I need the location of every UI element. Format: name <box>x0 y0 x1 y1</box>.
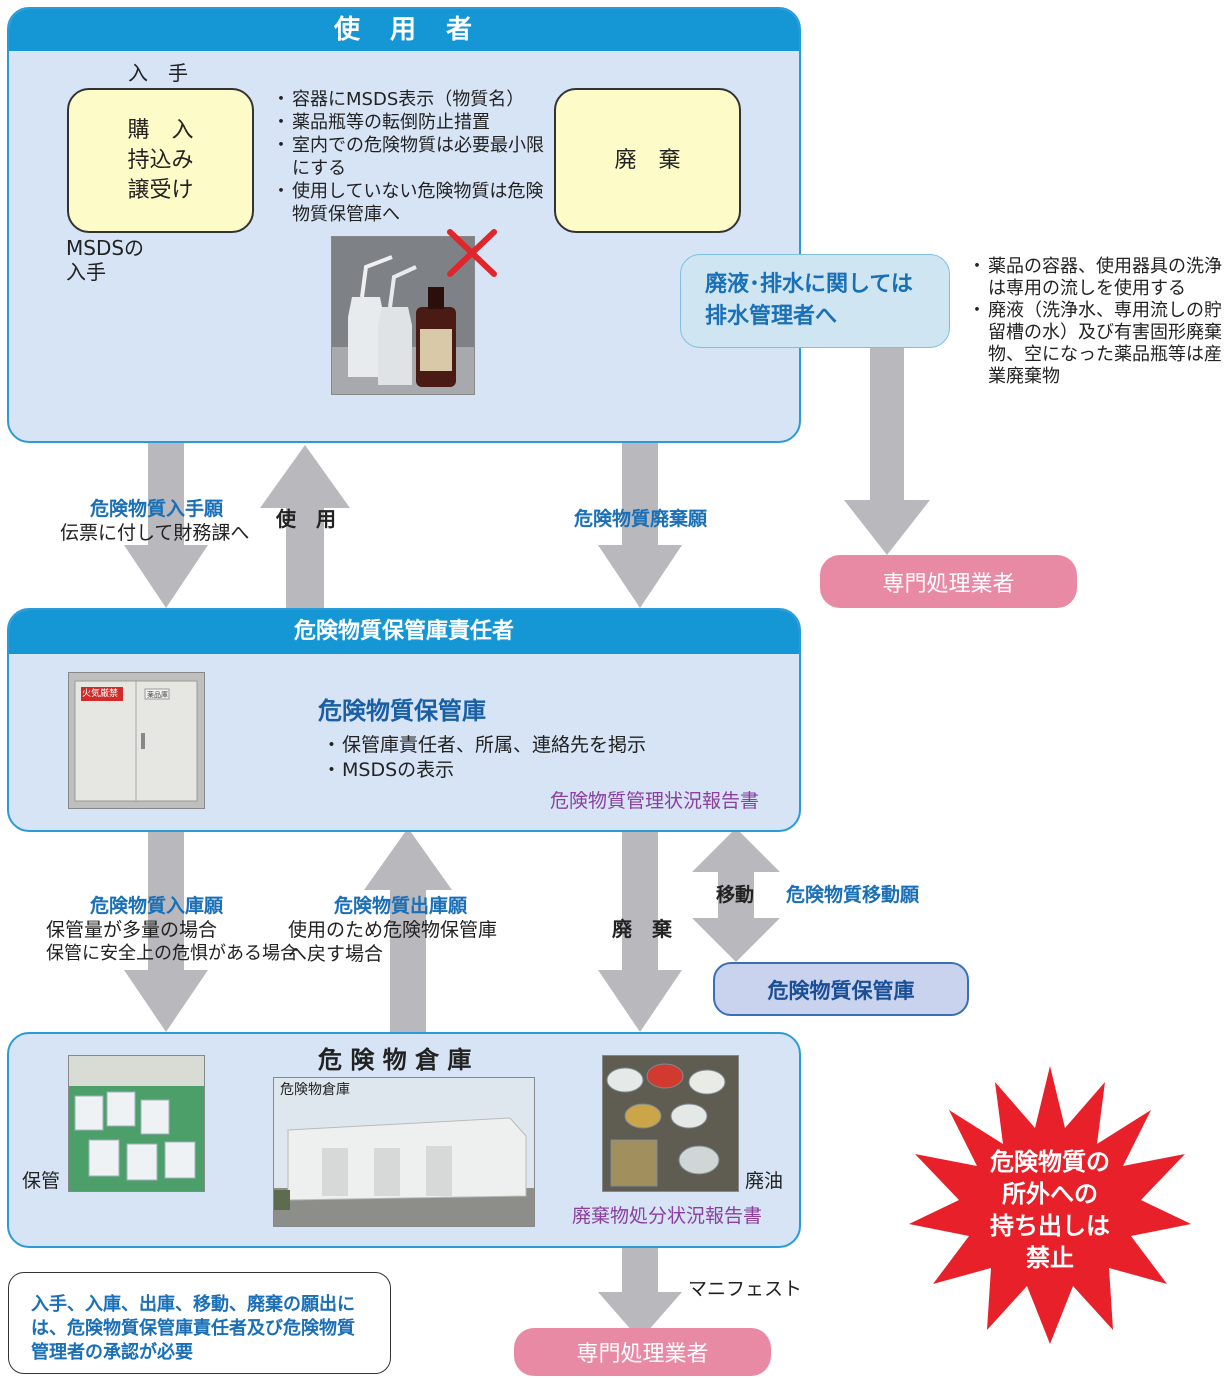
management-report: 危険物質管理状況報告書 <box>550 790 760 812</box>
acquire-request-note: 伝票に付して財務課へ <box>60 522 250 544</box>
cabinet-small-label: 薬品庫 <box>147 691 168 699</box>
arrow-dispose2-down <box>598 828 682 1032</box>
arrow-manifest-down <box>598 1244 682 1340</box>
store-note-2: 保管に安全上の危惧がある場合 <box>46 943 298 964</box>
storage-photo <box>68 1055 205 1192</box>
usage-note: 容器にMSDS表示（物質名） <box>272 88 544 111</box>
usage-notes: 容器にMSDS表示（物質名） 薬品瓶等の転倒防止措置 室内での危険物質は必要最小… <box>272 88 544 226</box>
acquire-label: 入 手 <box>128 61 188 85</box>
vendor-bottom: 専門処理業者 <box>514 1328 771 1376</box>
warehouse-illustration <box>274 1078 534 1226</box>
usage-note: 薬品瓶等の転倒防止措置 <box>272 111 544 134</box>
cabinet-illustration <box>69 673 204 808</box>
storage-note: 保管庫責任者、所属、連絡先を掲示 <box>322 733 646 758</box>
release-note-2: へ戻す場合 <box>288 943 384 965</box>
user-panel-title: 使 用 者 <box>9 9 799 51</box>
bottles-illustration <box>332 237 474 394</box>
manifest-label: マニフェスト <box>688 1278 803 1300</box>
acquire-box: 購 入 持込み 譲受け <box>67 88 254 233</box>
prohibition-text: 危険物質の 所外への 持ち出しは 禁止 <box>990 1148 1110 1272</box>
drain-note: 薬品の容器、使用器具の洗浄は専用の流しを使用する <box>968 256 1222 300</box>
move-request: 危険物質移動願 <box>786 884 920 906</box>
store-note-1: 保管量が多量の場合 <box>46 919 218 941</box>
arrow-store-down <box>124 828 208 1032</box>
warehouse-photo: 危険物倉庫 <box>273 1077 535 1227</box>
other-storage-box: 危険物質保管庫 <box>713 962 969 1016</box>
bottles-photo <box>331 236 475 395</box>
release-note-1: 使用のため危険物保管庫 <box>288 919 498 941</box>
usage-note: 使用していない危険物質は危険物質保管庫へ <box>272 180 544 226</box>
arrow-move-double <box>692 828 780 962</box>
dispose-label: 廃 棄 <box>612 917 672 941</box>
store-request: 危険物質入庫願 <box>90 895 224 917</box>
move-label: 移動 <box>716 884 755 906</box>
prohibited-x-icon <box>447 229 497 277</box>
acquire-transfer: 譲受け <box>127 177 194 203</box>
vendor-top: 専門処理業者 <box>820 555 1077 608</box>
warehouse-title: 危 険 物 倉 庫 <box>318 1046 472 1074</box>
manager-panel-title: 危険物質保管庫責任者 <box>9 610 799 654</box>
acquire-request: 危険物質入手願 <box>90 498 224 520</box>
approval-note: 入手、入庫、出庫、移動、廃棄の願出には、危険物質保管庫責任者及び危険物質管理者の… <box>8 1272 391 1374</box>
prohibition-burst-icon <box>909 1066 1191 1344</box>
arrow-release-up <box>364 828 452 1032</box>
cabinet-sign: 火気厳禁 <box>82 689 119 699</box>
usage-note: 室内での危険物質は必要最小限にする <box>272 134 544 180</box>
storage-title: 危険物質保管庫 <box>318 697 486 725</box>
storage-note: MSDSの表示 <box>322 758 646 783</box>
acquire-purchase: 購 入 <box>127 117 194 143</box>
acquire-bring-in: 持込み <box>127 147 194 173</box>
release-request: 危険物質出庫願 <box>334 895 468 917</box>
disposal-report: 廃棄物処分状況報告書 <box>572 1205 763 1227</box>
arrow-use-up <box>260 445 350 608</box>
buckets-illustration <box>69 1056 204 1191</box>
storage-notes: 保管庫責任者、所属、連絡先を掲示 MSDSの表示 <box>322 733 646 783</box>
drain-box-line1: 廃液･排水に関しては <box>705 272 913 297</box>
use-label: 使 用 <box>276 507 336 531</box>
arrow-drain-down <box>844 348 930 555</box>
drain-notes: 薬品の容器、使用器具の洗浄は専用の流しを使用する 廃液（洗浄水、専用流しの貯留槽… <box>968 256 1222 388</box>
msds-note: MSDSの 入手 <box>66 236 145 284</box>
dispose-request: 危険物質廃棄願 <box>574 508 708 530</box>
waste-oil-label: 廃油 <box>745 1170 784 1192</box>
drain-box-line2: 排水管理者へ <box>705 304 838 329</box>
drain-note: 廃液（洗浄水、専用流しの貯留槽の水）及び有害固形廃棄物、空になった薬品瓶等は産業… <box>968 300 1222 388</box>
storage-cabinet-photo: 火気厳禁 薬品庫 <box>68 672 205 809</box>
warehouse-photo-caption: 危険物倉庫 <box>280 1082 350 1098</box>
dispose-box: 廃 棄 <box>554 88 741 233</box>
drain-box: 廃液･排水に関しては 排水管理者へ <box>680 254 950 348</box>
waste-oil-photo <box>602 1055 739 1192</box>
cans-illustration <box>603 1056 738 1191</box>
storage-label: 保管 <box>22 1170 61 1192</box>
